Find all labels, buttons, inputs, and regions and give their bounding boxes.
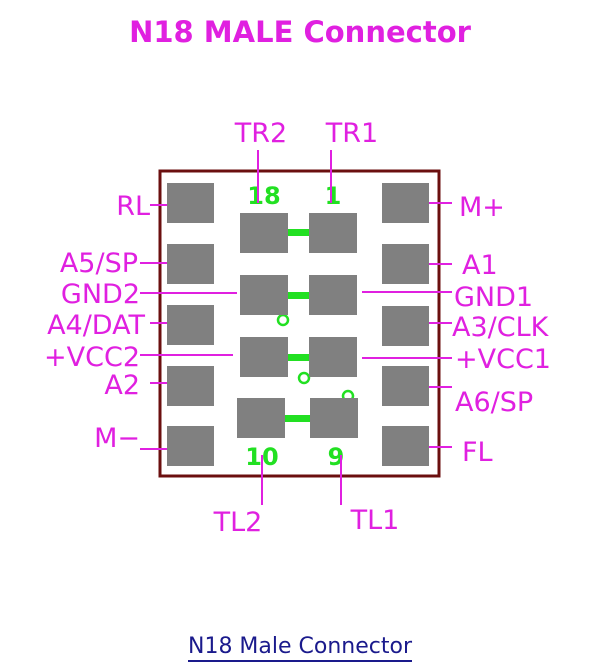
label-m-minus: M− <box>94 423 140 454</box>
pad <box>167 183 214 223</box>
label-m-plus: M+ <box>459 192 505 223</box>
label-gnd2: GND2 <box>61 279 140 310</box>
pad <box>382 366 429 406</box>
right-pads <box>382 183 429 466</box>
pin-number-1: 1 <box>325 182 342 210</box>
label-gnd1: GND1 <box>454 282 533 313</box>
pad <box>382 306 429 346</box>
pad <box>309 275 357 315</box>
inner-pads <box>237 213 358 438</box>
label-tl1: TL1 <box>350 505 400 536</box>
pad <box>240 275 288 315</box>
pad <box>382 426 429 466</box>
pad <box>309 337 357 377</box>
pad <box>309 213 357 253</box>
pad <box>240 337 288 377</box>
pad <box>167 366 214 406</box>
label-a2: A2 <box>104 370 140 401</box>
label-rl: RL <box>116 191 150 222</box>
label-a1: A1 <box>462 250 498 281</box>
left-pads <box>167 183 214 466</box>
label-a5-sp: A5/SP <box>60 248 138 279</box>
diagram-caption: N18 Male Connector <box>0 634 600 662</box>
label-tl2: TL2 <box>213 507 263 538</box>
lead-lines <box>140 150 452 505</box>
pad <box>382 244 429 284</box>
label-vcc2: +VCC2 <box>44 342 140 373</box>
pad <box>382 183 429 223</box>
caption-text: N18 Male Connector <box>187 634 413 662</box>
label-fl: FL <box>462 437 493 468</box>
label-a4-dat: A4/DAT <box>47 310 145 341</box>
pin-number-18: 18 <box>247 182 280 210</box>
pad <box>237 398 285 438</box>
diagram-title: N18 MALE Connector <box>129 15 472 49</box>
pad <box>167 305 214 345</box>
pad <box>167 244 214 284</box>
label-tr2: TR2 <box>234 118 287 149</box>
label-a6-sp: A6/SP <box>455 387 533 418</box>
pad <box>167 426 214 466</box>
label-a3-clk: A3/CLK <box>452 312 550 343</box>
pad <box>240 213 288 253</box>
label-tr1: TR1 <box>325 118 378 149</box>
label-vcc1: +VCC1 <box>455 344 551 375</box>
pad <box>310 398 358 438</box>
